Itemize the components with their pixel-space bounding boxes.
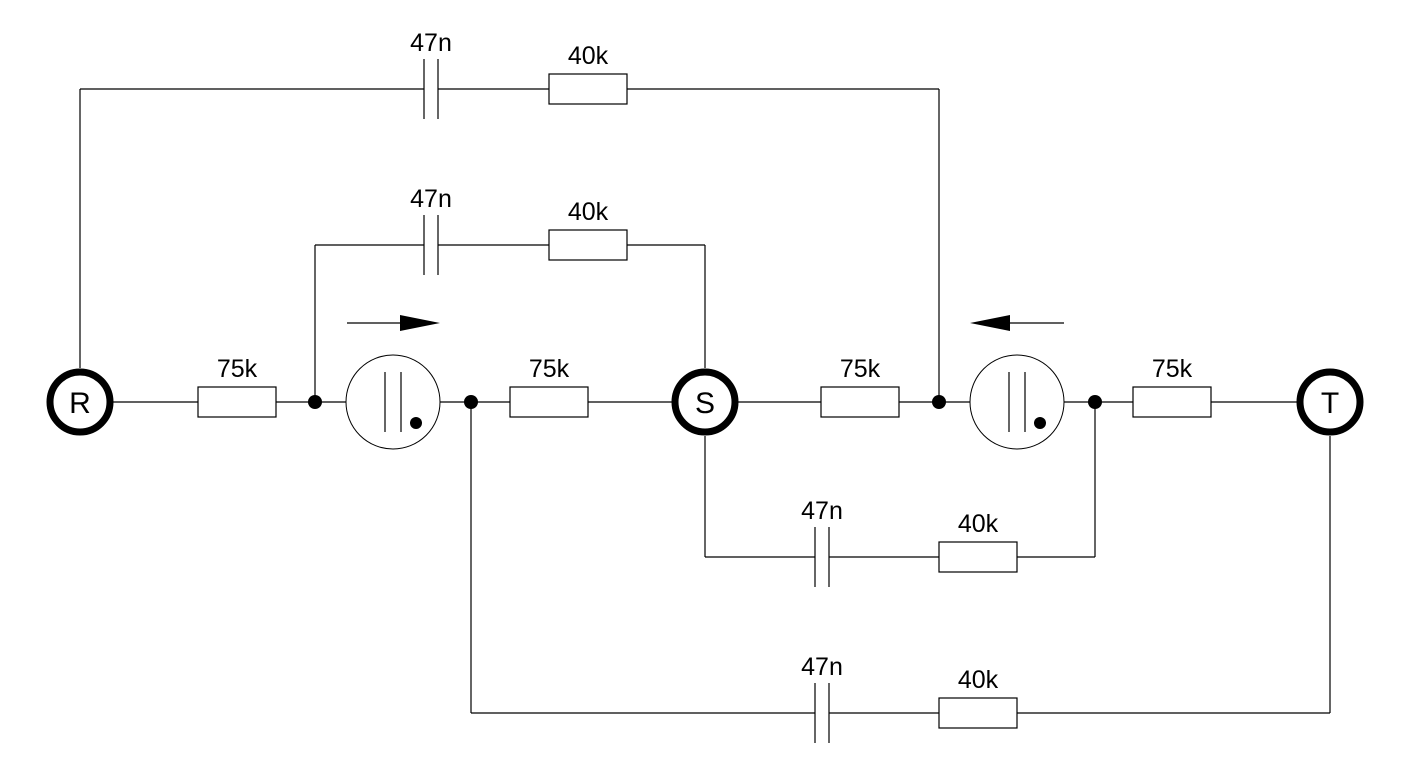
- resistor-st-2-label: 75k: [1152, 355, 1193, 383]
- resistor-st-1-label: 75k: [840, 355, 881, 383]
- res-top-outer-label: 40k: [568, 42, 609, 70]
- branch-top-outer: [79, 59, 940, 402]
- res-top-inner-label: 40k: [568, 198, 609, 226]
- cap-bottom-inner-label: 47n: [801, 497, 843, 525]
- resistor-rs-1: [197, 386, 277, 418]
- terminal-r: R: [46, 368, 114, 436]
- junction-dot: [1088, 395, 1102, 409]
- terminal-t-label: T: [1321, 387, 1339, 420]
- resistor-rs-2-label: 75k: [529, 355, 570, 383]
- terminal-r-label: R: [69, 387, 91, 420]
- terminal-s-label: S: [695, 387, 715, 420]
- resistor-st-2: [1132, 386, 1212, 418]
- glow-lamp-left: [345, 354, 441, 450]
- junction-dot: [932, 395, 946, 409]
- terminal-s: S: [671, 368, 739, 436]
- res-bottom-outer-label: 40k: [958, 666, 999, 694]
- res-top-inner: [548, 229, 628, 261]
- glow-lamp-right: [969, 354, 1065, 450]
- res-bottom-inner-label: 40k: [958, 510, 999, 538]
- cap-top-outer-label: 47n: [410, 29, 452, 57]
- res-bottom-outer: [938, 697, 1018, 729]
- branch-bottom-inner: [704, 402, 1096, 587]
- res-top-outer: [548, 73, 628, 105]
- arrow-right-icon: [347, 315, 440, 331]
- junction-dot: [464, 395, 478, 409]
- res-bottom-inner: [938, 541, 1018, 573]
- terminal-t: T: [1296, 368, 1364, 436]
- branch-bottom-outer: [470, 402, 1331, 743]
- cap-top-inner-label: 47n: [410, 185, 452, 213]
- cap-bottom-outer-label: 47n: [801, 653, 843, 681]
- resistor-rs-2: [509, 386, 589, 418]
- resistor-rs-1-label: 75k: [217, 355, 258, 383]
- arrow-left-icon: [970, 315, 1064, 331]
- resistor-st-1: [820, 386, 900, 418]
- junction-dot: [308, 395, 322, 409]
- branch-top-inner: [314, 215, 706, 402]
